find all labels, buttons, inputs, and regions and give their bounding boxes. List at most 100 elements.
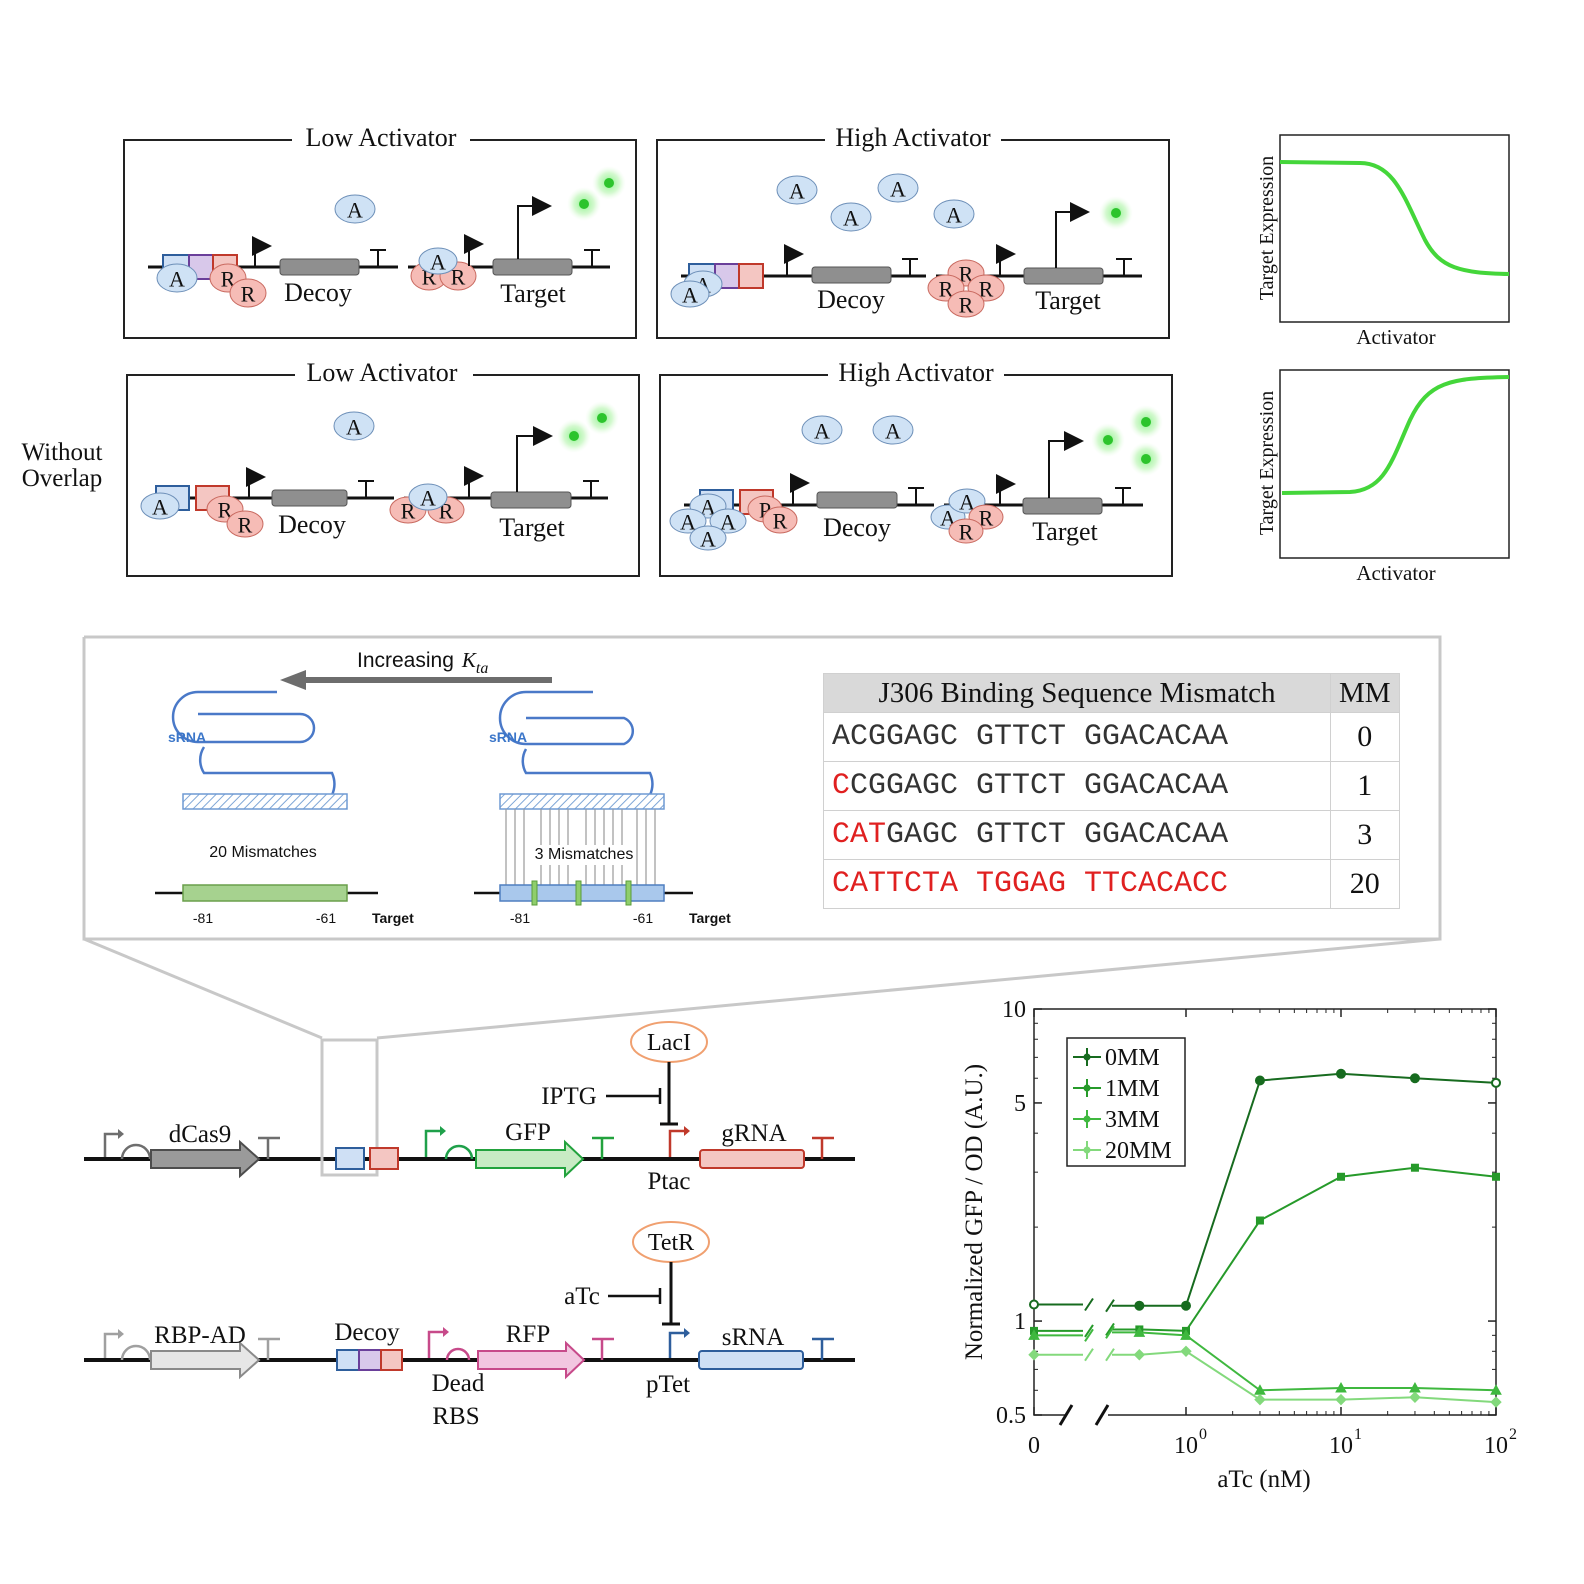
terminator-icon <box>902 258 918 276</box>
data-point-1MM <box>1255 1216 1264 1225</box>
x-tick-label: 10 <box>1174 1433 1198 1459</box>
data-point-1MM <box>1337 1172 1345 1181</box>
series-line-0MM <box>1139 1072 1497 1307</box>
svg-text:A: A <box>789 179 805 204</box>
data-point-0MM <box>1134 1300 1145 1311</box>
data-point-0MM <box>1491 1077 1501 1088</box>
svg-text:R: R <box>959 520 974 545</box>
terminator-icon <box>584 249 600 267</box>
terminator-icon <box>908 487 924 505</box>
svg-text:R: R <box>979 506 994 531</box>
x-tick-label: 10 <box>1329 1433 1353 1459</box>
rbs-icon <box>444 1144 474 1160</box>
promoter-arrow-icon <box>668 1129 684 1157</box>
data-point-20MM <box>1180 1345 1192 1358</box>
series-break-20MM <box>1105 1348 1115 1362</box>
legend-label: 1MM <box>1105 1076 1160 1102</box>
data-point-1MM <box>1492 1172 1500 1181</box>
zoom-line-left <box>83 937 323 1040</box>
svg-text:Ptac: Ptac <box>647 1168 690 1195</box>
terminator-icon <box>592 1136 614 1159</box>
srna-label: sRNA <box>489 729 527 745</box>
srna-binding-region <box>499 793 665 810</box>
target-gene <box>1023 267 1104 285</box>
svg-text:A: A <box>885 419 901 444</box>
panel-title: Low Activator <box>306 123 457 152</box>
svg-text:LacI: LacI <box>647 1030 691 1056</box>
table-row: CCGGAGC GTTCT GGACACAA 1 <box>823 761 1400 811</box>
table-row: CATGAGC GTTCT GGACACAA 3 <box>823 810 1400 860</box>
rfp-gene <box>477 1340 586 1380</box>
legend-marker <box>1083 1084 1091 1092</box>
terminator-icon <box>370 249 386 267</box>
left-mismatch-caption: 20 Mismatches <box>209 844 317 861</box>
svg-text:R: R <box>401 499 416 524</box>
svg-text:R: R <box>959 262 974 287</box>
target-label: Target <box>1032 517 1098 546</box>
panel-no-overlap-high: High Activator A A A A P R Decoy A A A A… <box>659 358 1173 577</box>
data-point-0MM <box>1254 1075 1265 1086</box>
terminator-icon <box>258 1136 280 1159</box>
circuit-top: dCas9 GFP gRNA LacI IPTG Ptac <box>84 1021 855 1195</box>
promoter-arrow-icon <box>790 473 810 504</box>
y-axis-label: Target Expression <box>1256 391 1278 535</box>
y-tick-label: 10 <box>1002 997 1026 1023</box>
promoter-arrow-icon <box>464 466 484 497</box>
terminator-icon <box>258 1337 280 1360</box>
rbs-icon <box>120 1344 152 1361</box>
transcription-arrow-icon <box>1055 202 1090 268</box>
panel-overlap-high: High Activator A A Decoy A A A A R R R R… <box>656 123 1170 339</box>
chart-y-axis-label: Normalized GFP / OD (A.U.) <box>961 1064 988 1360</box>
zoom-line-right <box>376 937 1441 1040</box>
svg-text:Target: Target <box>689 910 731 926</box>
repressor-molecule <box>229 278 267 308</box>
grna-gene <box>699 1149 805 1169</box>
decoy-gene <box>816 491 898 509</box>
terminator-icon <box>812 1136 834 1159</box>
svg-text:RFP: RFP <box>506 1321 550 1348</box>
data-point-20MM <box>1490 1396 1502 1408</box>
activator-molecule <box>156 263 198 293</box>
x-axis-label: Activator <box>1356 325 1435 349</box>
rbp-ad-gene <box>150 1340 261 1380</box>
legend-marker <box>1083 1115 1091 1123</box>
svg-text:A: A <box>700 495 716 520</box>
table-header-sequence: J306 Binding Sequence Mismatch <box>823 673 1331 713</box>
svg-text:A: A <box>682 283 698 308</box>
svg-text:A: A <box>946 203 962 228</box>
series-line-20MM <box>1139 1350 1497 1404</box>
series-line-1MM <box>1139 1166 1497 1332</box>
svg-text:A: A <box>680 510 696 535</box>
svg-text:A: A <box>169 267 185 292</box>
svg-text:IPTG: IPTG <box>541 1083 597 1110</box>
axis-break-gap <box>1066 1411 1108 1419</box>
transcription-arrow-icon <box>1048 431 1084 498</box>
response-plot-increasing: Target Expression Activator <box>1256 369 1510 585</box>
dcas9-gene <box>150 1139 261 1179</box>
terminator-icon <box>1115 487 1131 505</box>
data-point-0MM <box>1181 1300 1191 1311</box>
transcription-arrow-icon <box>517 196 552 259</box>
svg-text:A: A <box>720 510 736 535</box>
svg-text:R: R <box>221 267 236 292</box>
data-point-3MM <box>1490 1384 1502 1395</box>
target-gene <box>492 258 573 276</box>
series-line-3MM <box>1139 1331 1497 1392</box>
y-tick-label: 0.5 <box>996 1403 1026 1429</box>
svg-text:A: A <box>430 250 446 275</box>
svg-text:pTet: pTet <box>646 1371 690 1398</box>
data-point-20MM <box>1028 1349 1040 1361</box>
data-point-0MM <box>1409 1073 1420 1084</box>
y-axis-label: Target Expression <box>1256 156 1278 300</box>
data-point-1MM <box>1410 1163 1419 1172</box>
svg-text:A: A <box>890 177 906 202</box>
legend-label: 0MM <box>1105 1045 1160 1071</box>
svg-text:-61: -61 <box>633 910 653 926</box>
svg-text:Overlap: Overlap <box>22 465 103 492</box>
decoy-gene <box>271 489 348 507</box>
svg-text:-81: -81 <box>510 910 530 926</box>
target-binding-site <box>182 884 348 902</box>
